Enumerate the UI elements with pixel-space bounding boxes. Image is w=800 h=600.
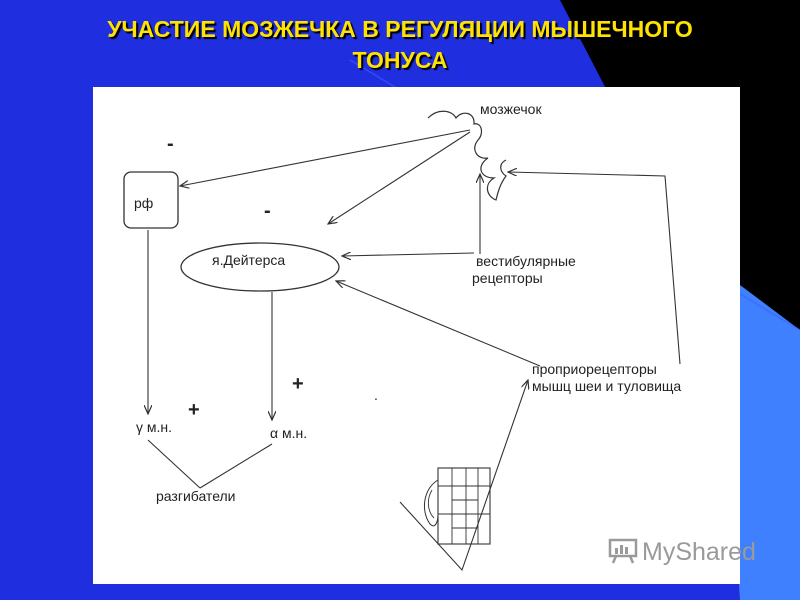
watermark: MyShared [608, 536, 756, 571]
alpha-motor-neuron-label: α м.н. [270, 425, 307, 441]
diagram-panel [93, 87, 740, 584]
slide-title-line2: ТОНУСА [352, 47, 448, 73]
arrow-cerebellum-to-deiters [328, 131, 471, 224]
arrow-proprio-to-deiters [336, 281, 541, 367]
minus-sign-rf: - [167, 133, 174, 155]
extensors-label: разгибатели [156, 488, 236, 504]
minus-sign-deiters: - [264, 200, 271, 222]
proprio-label-line1: проприорецепторы [532, 361, 657, 377]
rf-label: рф [134, 195, 153, 211]
deiters-label: я.Дейтерса [212, 252, 285, 268]
cerebellum-shape [427, 110, 507, 201]
gamma-motor-neuron-label: γ м.н. [136, 419, 172, 435]
vestibular-label-line2: рецепторы [472, 270, 543, 286]
arrow-cerebellum-to-rf [180, 129, 471, 186]
deiters-nucleus-ellipse [180, 242, 340, 292]
plus-sign-gamma: + [188, 399, 200, 421]
arrow-proprio-to-cerebellum [508, 172, 681, 365]
cerebellum-label: мозжечок [480, 101, 542, 117]
stray-dot: . [374, 387, 378, 403]
proprio-label-line2: мышц шеи и туловища [532, 378, 681, 394]
slide-title: УЧАСТИЕ МОЗЖЕЧКА В РЕГУЛЯЦИИ МЫШЕЧНОГО Т… [0, 14, 800, 76]
line-alpha-to-extensors [199, 443, 273, 489]
muscle-block-drawing [399, 380, 528, 572]
line-gamma-to-extensors [147, 439, 201, 489]
vestibular-label-line1: вестибулярные [476, 253, 576, 269]
rf-box [123, 171, 179, 229]
arrow-vestibular-to-deiters [342, 253, 475, 256]
light-blue-band [720, 270, 800, 600]
plus-sign-alpha: + [292, 373, 304, 395]
presentation-board-icon [608, 536, 638, 571]
slide-title-line1: УЧАСТИЕ МОЗЖЕЧКА В РЕГУЛЯЦИИ МЫШЕЧНОГО [107, 16, 693, 42]
watermark-text: MyShared [642, 538, 756, 567]
